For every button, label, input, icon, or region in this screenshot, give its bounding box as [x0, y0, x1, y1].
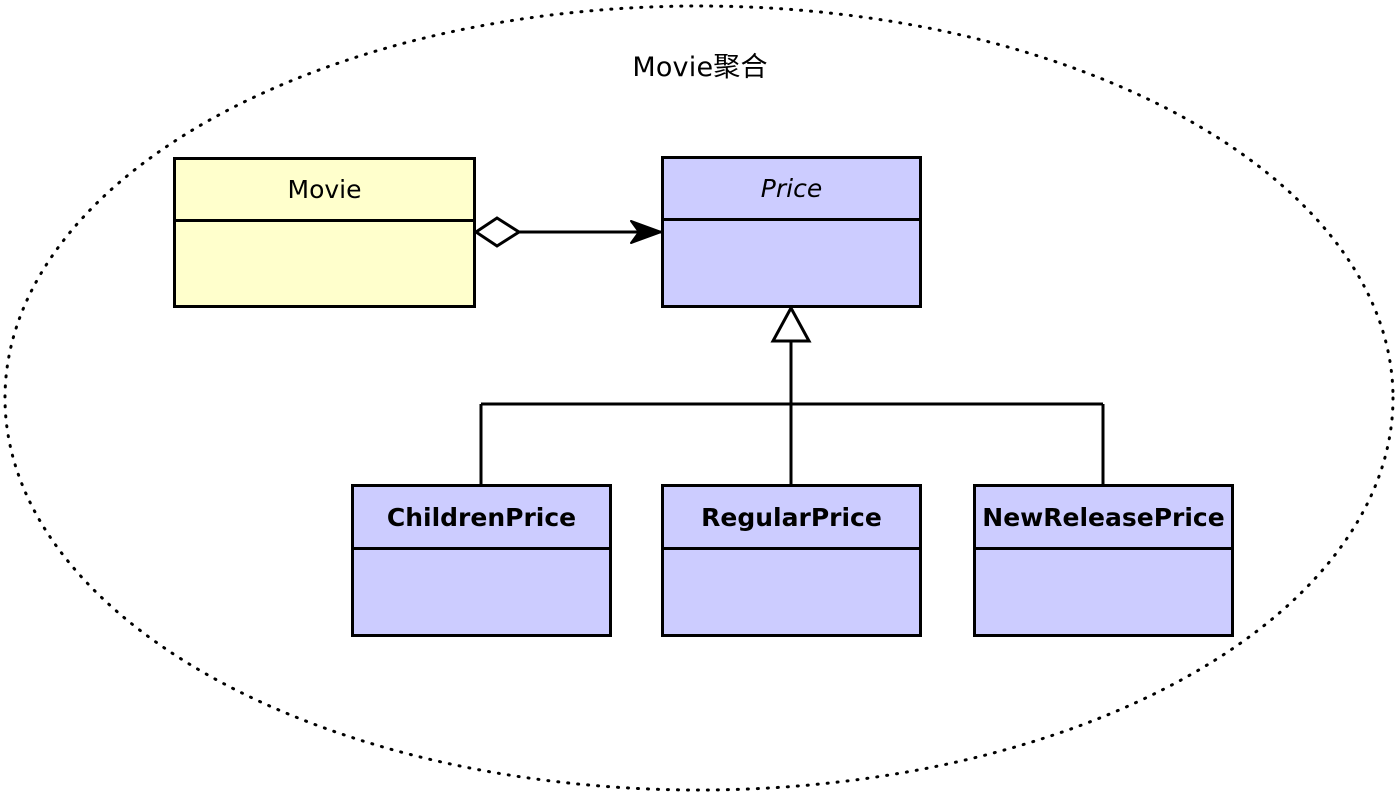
class-name-new-release-price: NewReleasePrice [982, 502, 1225, 532]
class-box-regular-price[interactable]: RegularPrice [661, 484, 922, 637]
class-name-movie: Movie [287, 175, 362, 204]
class-header-price: Price [664, 159, 919, 221]
class-box-new-release-price[interactable]: NewReleasePrice [973, 484, 1234, 637]
class-header-new-release-price: NewReleasePrice [976, 487, 1231, 550]
class-box-price[interactable]: Price [661, 156, 922, 308]
class-name-children-price: ChildrenPrice [386, 502, 577, 532]
generalization-connector [479, 304, 1105, 484]
class-body-children-price [354, 550, 609, 634]
class-header-children-price: ChildrenPrice [354, 487, 609, 550]
hollow-diamond-marker [473, 216, 522, 248]
aggregation-connector [473, 216, 662, 248]
class-body-price [664, 221, 919, 305]
hollow-triangle-marker [770, 304, 812, 343]
group-ellipse [3, 4, 1395, 792]
class-name-price: Price [760, 174, 823, 203]
class-header-movie: Movie [176, 160, 473, 222]
filled-arrow-marker [630, 220, 662, 244]
class-body-new-release-price [976, 550, 1231, 634]
class-header-regular-price: RegularPrice [664, 487, 919, 550]
class-name-regular-price: RegularPrice [701, 502, 882, 532]
class-box-movie[interactable]: Movie [173, 157, 476, 308]
class-box-children-price[interactable]: ChildrenPrice [351, 484, 612, 637]
class-body-regular-price [664, 550, 919, 634]
class-body-movie [176, 222, 473, 305]
group-title: Movie聚合 [632, 52, 768, 83]
